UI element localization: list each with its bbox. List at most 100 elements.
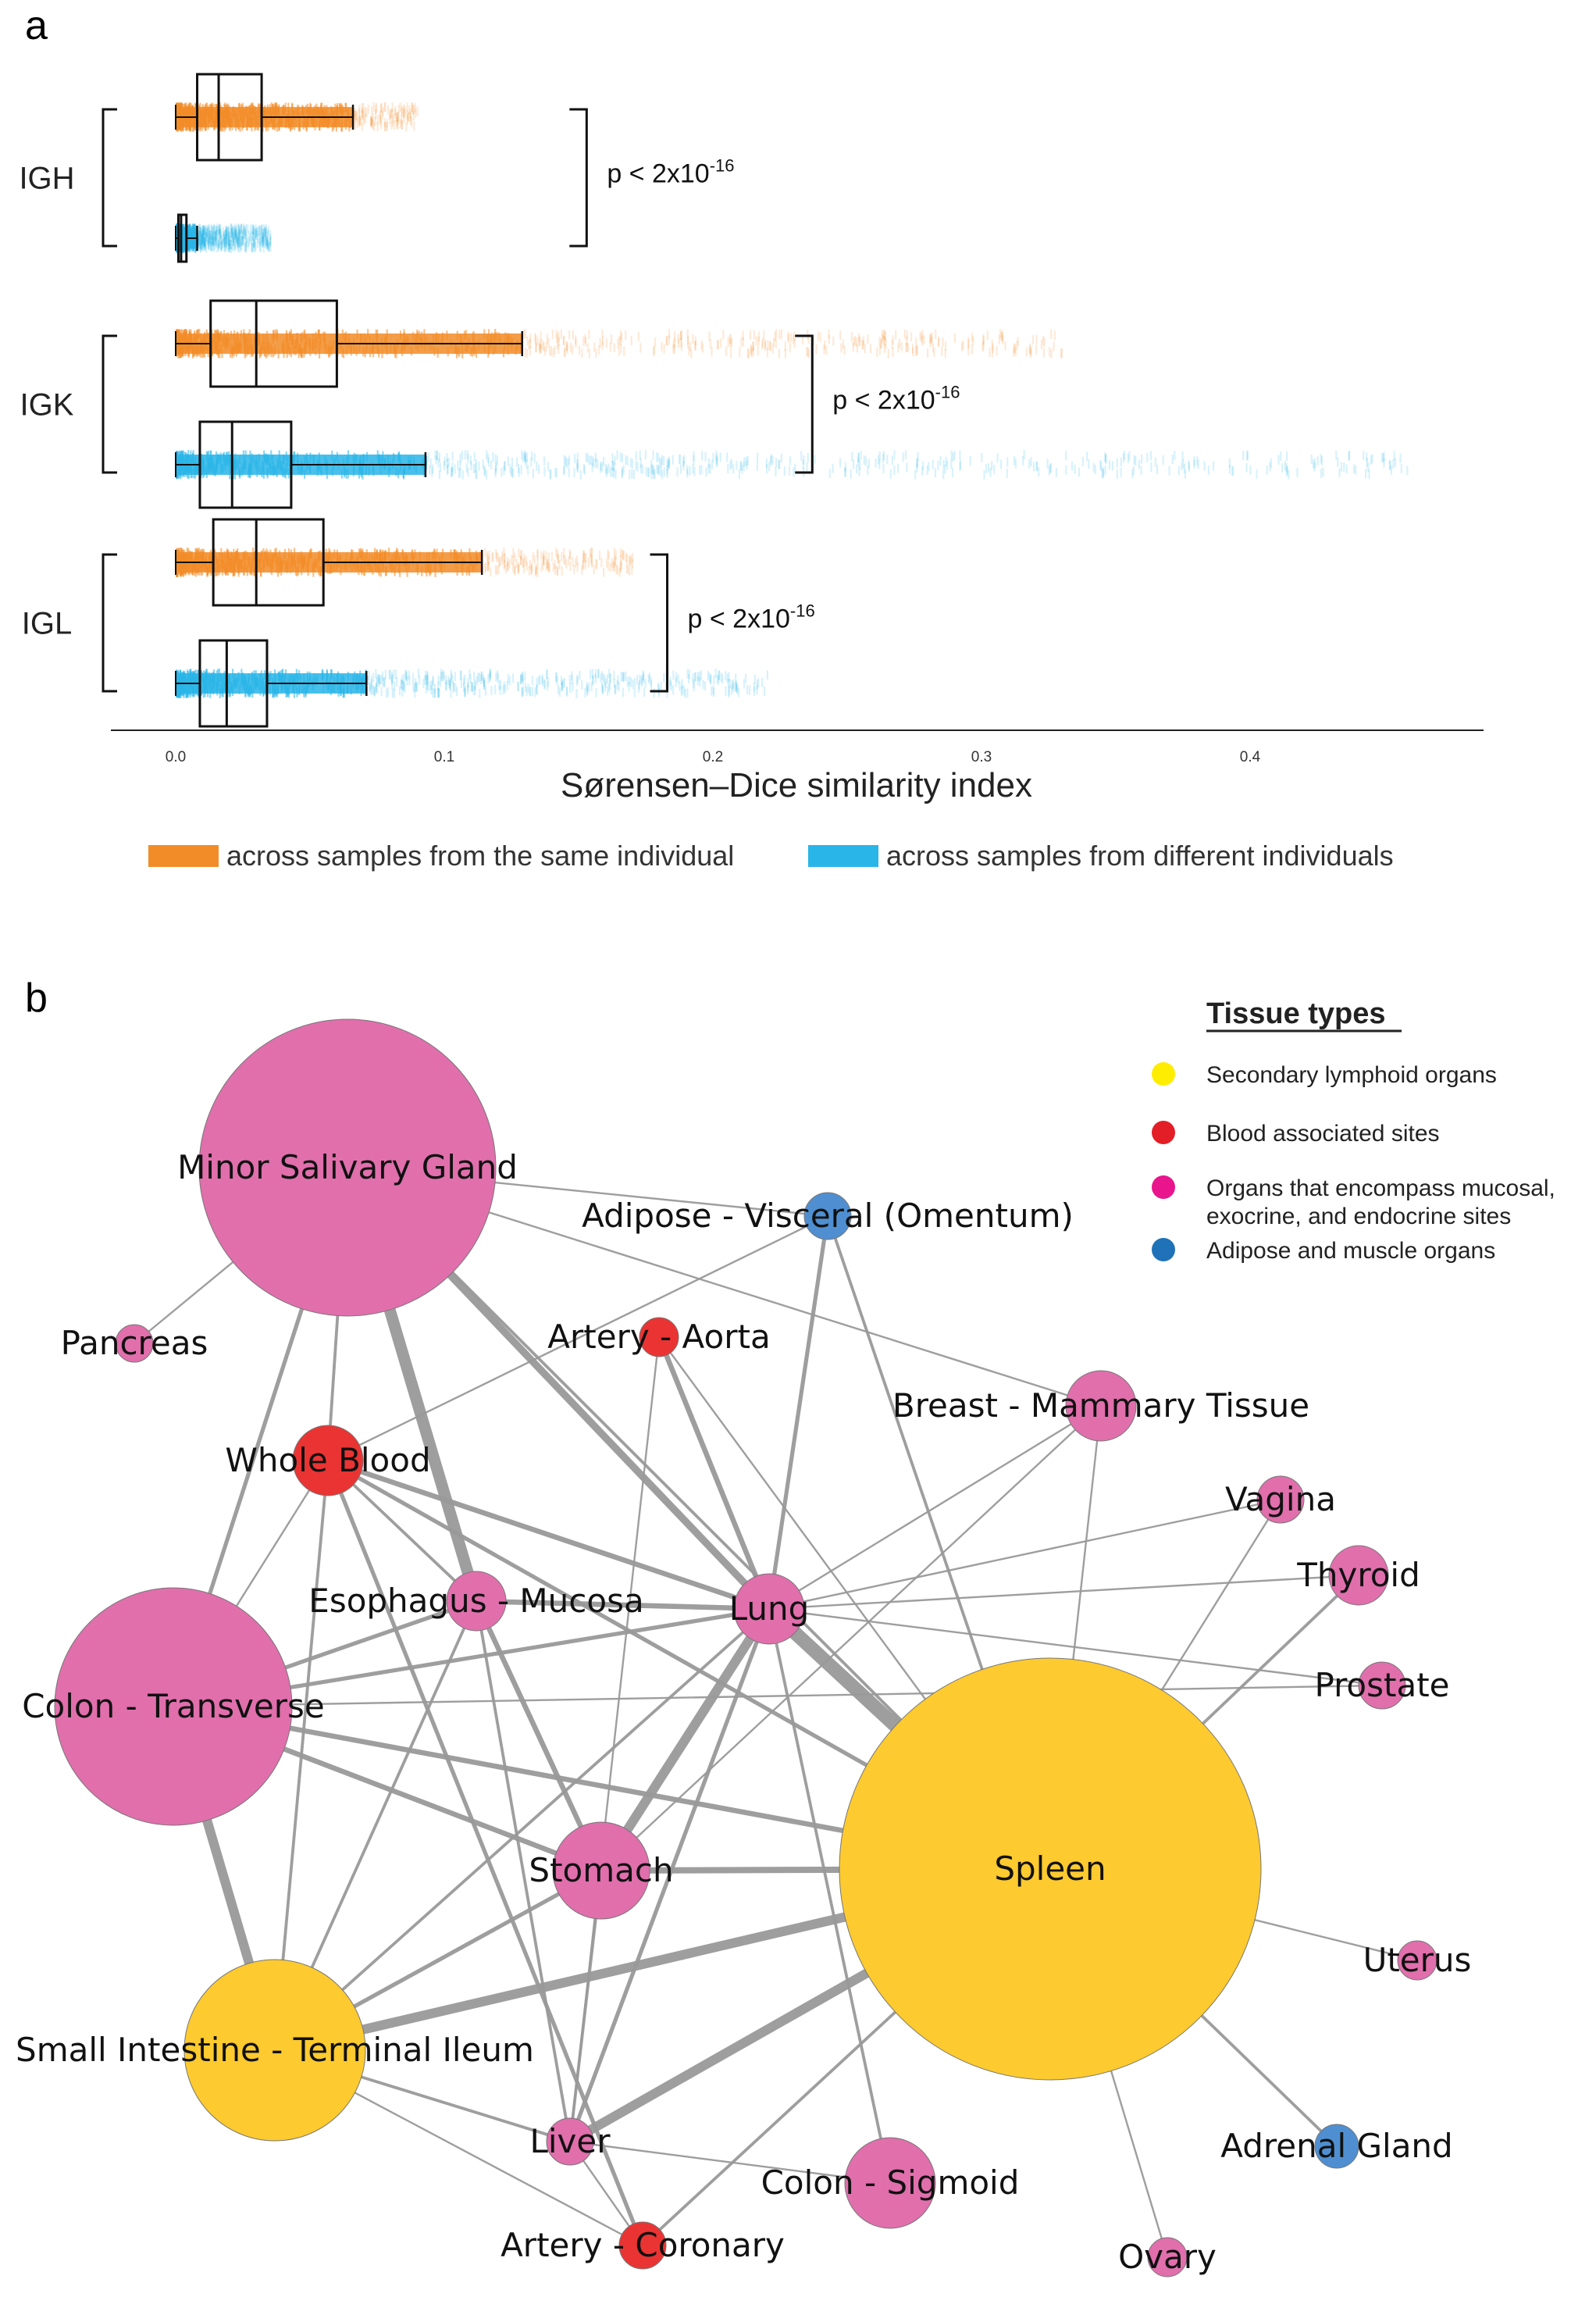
point [227,242,230,252]
point [494,454,497,464]
point [243,223,245,234]
point [1393,451,1395,461]
point [554,345,556,355]
point [262,235,265,245]
point [867,334,869,344]
point [1352,464,1356,474]
point [660,682,662,692]
point [730,458,733,469]
point [397,104,400,114]
point [478,461,480,471]
point [384,121,387,131]
point [642,670,644,680]
point [446,458,448,469]
point [663,467,665,477]
point [788,466,791,476]
point [202,235,205,245]
point [700,670,703,680]
point [237,237,239,248]
point [1055,468,1057,478]
point [451,467,454,477]
point [883,329,885,339]
point [223,236,226,246]
point [1123,451,1126,461]
point [1046,458,1049,469]
point [677,674,679,684]
point [488,457,490,467]
point [628,555,631,565]
point [442,669,444,679]
point [716,455,718,465]
group-bracket [102,108,117,248]
point [546,559,548,569]
point [680,341,682,351]
point [539,343,541,353]
point [626,676,629,687]
point [1103,469,1105,479]
point [1028,345,1031,355]
point [543,456,546,466]
point [231,232,233,242]
point [953,333,956,343]
point [254,234,256,244]
point [514,552,516,562]
point [941,346,943,356]
point [526,336,529,346]
point [370,116,372,127]
point [720,337,722,348]
point [210,241,212,251]
point [861,339,864,349]
point [219,236,221,246]
point [704,681,707,691]
point [563,336,565,346]
point [499,556,501,566]
point [522,676,524,686]
point [1343,462,1345,473]
point [218,239,221,249]
point [199,242,201,252]
point [205,243,208,253]
point [228,232,230,242]
point [361,110,363,120]
point [554,468,557,478]
point [653,347,655,357]
point [1064,451,1067,461]
point [373,687,376,697]
point [209,241,212,251]
point [1197,459,1199,469]
point [437,675,440,685]
point [1133,455,1135,465]
point [251,223,254,234]
point [1363,450,1365,460]
point [562,465,565,476]
point [740,460,743,470]
point [531,451,533,461]
point [532,551,534,562]
point [609,562,612,572]
point [443,461,446,471]
point [682,461,685,471]
point [372,102,375,112]
point [364,107,366,117]
point [681,679,683,689]
point [946,460,949,470]
point [631,469,633,479]
point [513,565,516,576]
point [205,232,208,242]
point [473,451,476,462]
point [568,675,571,685]
point [223,231,225,241]
point [212,226,214,236]
point [522,686,525,696]
point [353,113,355,123]
point [681,684,683,694]
point [839,330,842,341]
point [379,110,381,120]
point [1338,468,1341,478]
point [565,456,567,466]
point [484,547,486,558]
point [668,458,671,469]
point [620,672,622,682]
